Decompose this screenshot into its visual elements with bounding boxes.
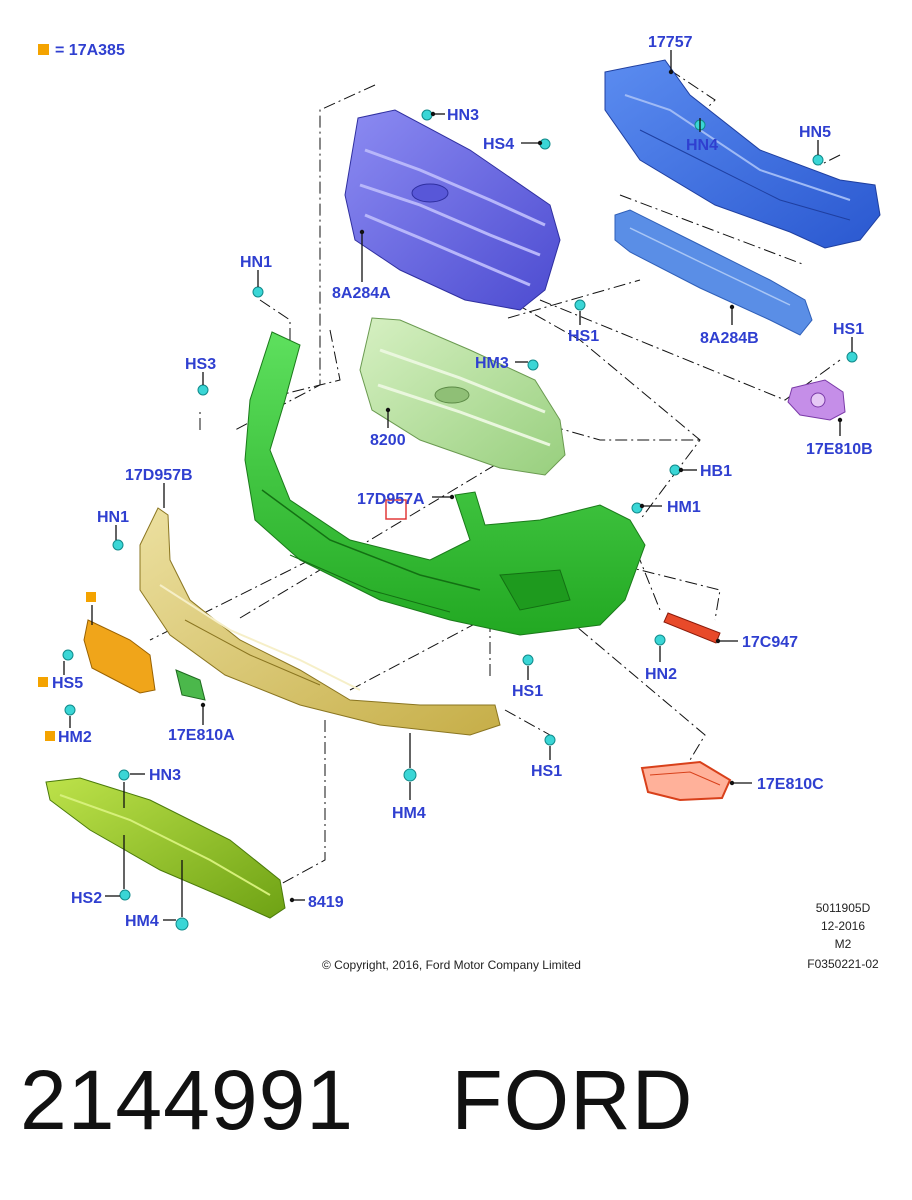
label-hs1-d: HS1: [531, 763, 562, 780]
label-8200: 8200: [370, 432, 406, 449]
legend-text: = 17A385: [55, 42, 125, 59]
lower-spoiler-17D957B[interactable]: [139, 507, 501, 736]
17A385-marker-bracket: [86, 592, 96, 602]
label-17C947: 17C947: [742, 634, 798, 651]
label-hs2: HS2: [71, 890, 102, 907]
footer-block: 5011905D 12-2016 M2 F0350221-02 © Copyri…: [322, 901, 879, 972]
label-8419: 8419: [308, 894, 344, 911]
label-hn3-low: HN3: [149, 767, 181, 784]
fastener-hs1-b: [846, 351, 858, 363]
license-plate-bracket[interactable]: [83, 592, 156, 694]
fastener-hm4-low: [175, 917, 189, 931]
fastener-hn3-low: [118, 769, 130, 781]
fastener-hs3: [197, 384, 209, 396]
part-title: 2144991 FORD: [20, 1050, 693, 1150]
energy-absorber-8A284B[interactable]: [614, 209, 813, 336]
17A385-marker-hs5: [38, 677, 48, 687]
bumper-cover-17D957A[interactable]: [244, 331, 646, 636]
label-hn3-top: HN3: [447, 107, 479, 124]
label-hm4-low: HM4: [125, 913, 159, 930]
fastener-hm4-mid: [403, 768, 417, 782]
fog-lamp-bezel-17E810C[interactable]: [640, 760, 732, 802]
label-hn1-top: HN1: [240, 254, 272, 271]
callout-labels: 17757 HN3 HS4 HN4 HN5 HN1 8A284A HS1 8A2…: [38, 34, 873, 930]
label-hs1-c: HS1: [512, 683, 543, 700]
label-hm4-mid: HM4: [392, 805, 426, 822]
label-hs5: HS5: [52, 675, 83, 692]
bumper-reinforcement-17757[interactable]: [604, 59, 881, 249]
bracket-17E810A[interactable]: [175, 669, 206, 701]
copyright: © Copyright, 2016, Ford Motor Company Li…: [322, 958, 581, 972]
fog-lamp-bezel-17E810B[interactable]: [787, 379, 846, 421]
label-hm3: HM3: [475, 355, 509, 372]
figure-id: F0350221-02: [807, 957, 879, 971]
fastener-hn1-top: [252, 286, 264, 298]
fastener-hb1: [669, 464, 681, 476]
fastener-hn5: [812, 154, 824, 166]
17A385-marker-square: [385, 499, 407, 520]
label-hs1-a: HS1: [568, 328, 599, 345]
bracket-17C947[interactable]: [663, 612, 721, 644]
fastener-hs1-c: [522, 654, 534, 666]
skid-plate-8419[interactable]: [45, 777, 286, 919]
fastener-hs1-d: [544, 734, 556, 746]
label-hb1: HB1: [700, 463, 732, 480]
brand-name: FORD: [451, 1053, 694, 1147]
fastener-hs2: [119, 889, 131, 901]
label-hn4: HN4: [686, 137, 718, 154]
label-17E810C: 17E810C: [757, 776, 824, 793]
doc-revision: M2: [835, 937, 852, 951]
label-hm2: HM2: [58, 729, 92, 746]
upper-grille-8A284A[interactable]: [344, 109, 561, 311]
17A385-marker-hm2: [45, 731, 55, 741]
label-hn2: HN2: [645, 666, 677, 683]
doc-date: 12-2016: [821, 919, 865, 933]
fastener-hn2: [654, 634, 666, 646]
fastener-hn1-left: [112, 539, 124, 551]
fastener-hs5: [62, 649, 74, 661]
label-17D957A: 17D957A: [357, 491, 425, 508]
fastener-hs1-a: [574, 299, 586, 311]
label-17E810A: 17E810A: [168, 727, 235, 744]
label-hs4: HS4: [483, 136, 514, 153]
label-8A284B: 8A284B: [700, 330, 759, 347]
fastener-hn3-top: [421, 109, 433, 121]
label-17D957B: 17D957B: [125, 467, 193, 484]
label-17757: 17757: [648, 34, 693, 51]
doc-number: 5011905D: [816, 901, 871, 915]
label-hs3: HS3: [185, 356, 216, 373]
label-hn5: HN5: [799, 124, 831, 141]
fastener-hm2: [64, 704, 76, 716]
label-17E810B: 17E810B: [806, 441, 873, 458]
label-hs1-b: HS1: [833, 321, 864, 338]
legend-swatch: [38, 44, 49, 55]
exploded-parts-diagram: = 17A385: [38, 34, 881, 972]
label-hn1-left: HN1: [97, 509, 129, 526]
fastener-hm3: [527, 359, 539, 371]
label-hm1: HM1: [667, 499, 701, 516]
leader-lines: [63, 50, 853, 921]
part-number: 2144991: [20, 1053, 355, 1147]
label-8A284A: 8A284A: [332, 285, 391, 302]
radiator-grille-8200[interactable]: [359, 317, 566, 476]
fasteners: [62, 109, 858, 931]
